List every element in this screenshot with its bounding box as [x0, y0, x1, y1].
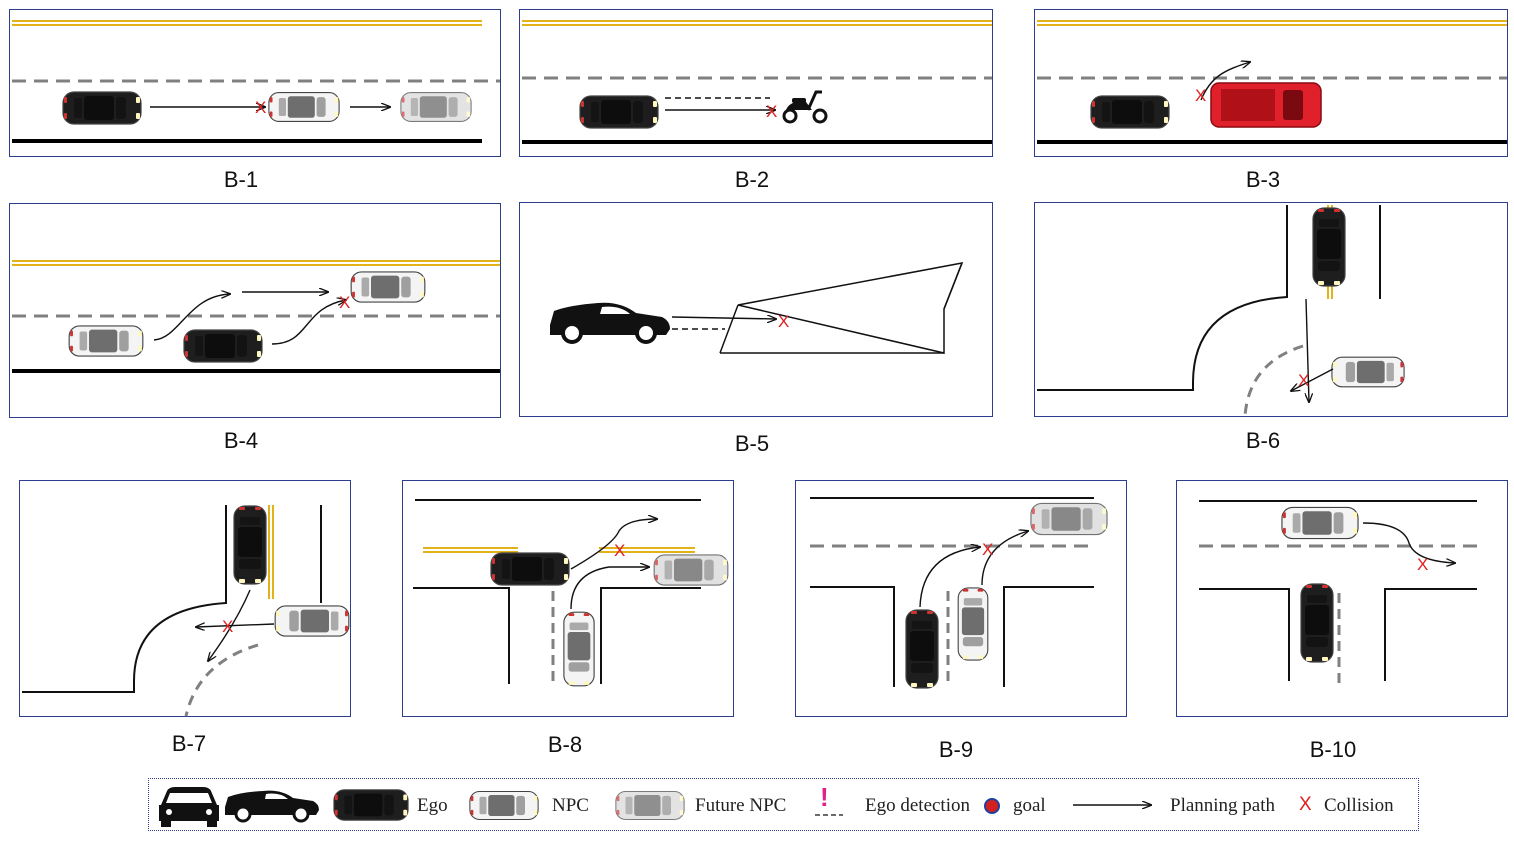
ego-car-icon — [490, 552, 570, 586]
ego-car-icon — [1090, 95, 1170, 129]
legend-ego-detection-label: Ego detection — [865, 795, 970, 816]
npc-path — [1362, 522, 1455, 563]
ego-car-icon — [62, 91, 142, 125]
ramp-icon — [719, 262, 964, 354]
legend-goal-label: goal — [1013, 795, 1046, 816]
goal-dot-icon — [984, 798, 1000, 814]
sports-car-icon — [225, 790, 319, 823]
panel-b8: X — [402, 480, 734, 717]
red-truck-icon — [1210, 82, 1322, 128]
planning-path — [208, 589, 251, 661]
caption-b3: B-3 — [1245, 167, 1281, 192]
legend: ! Ego NPC Future NPC Ego detection goal … — [148, 778, 1419, 831]
npc-path — [196, 624, 275, 627]
npc-car-icon — [350, 271, 426, 303]
legend-collision-icon: X — [1299, 794, 1312, 815]
road-edge — [1037, 205, 1288, 391]
ego-detection-mark-icon: ! — [820, 782, 829, 812]
npc-car-icon — [957, 587, 989, 661]
npc-path — [153, 294, 230, 341]
future-npc-car-icon — [653, 554, 729, 586]
npc-legend-icon — [469, 790, 539, 821]
panel-b5: X — [519, 202, 993, 417]
road-edge — [22, 505, 227, 693]
collision-mark: X — [1298, 371, 1309, 390]
caption-b8: B-8 — [547, 732, 583, 757]
npc-car-icon — [1331, 356, 1405, 388]
npc-car-icon — [68, 325, 144, 357]
ego-car-icon — [233, 505, 267, 585]
caption-b1: B-1 — [223, 167, 259, 192]
panel-b10: X — [1176, 480, 1508, 717]
collision-mark: X — [1195, 86, 1206, 105]
lane-divider — [184, 643, 259, 717]
caption-b2: B-2 — [734, 167, 770, 192]
legend-planning-path-label: Planning path — [1170, 795, 1276, 816]
npc-car-icon — [274, 605, 350, 637]
ego-car-icon — [905, 609, 939, 689]
collision-mark: X — [766, 102, 777, 121]
panel-b6: X — [1034, 202, 1508, 417]
panel-b3: X — [1034, 9, 1508, 157]
collision-mark: X — [222, 617, 233, 636]
panel-b9: X — [795, 480, 1127, 717]
panel-b4: X — [9, 203, 501, 418]
ego-car-icon — [1312, 207, 1346, 287]
collision-mark: X — [255, 98, 266, 117]
planning-path — [1306, 298, 1309, 402]
npc-path — [1291, 368, 1334, 391]
caption-b5: B-5 — [734, 431, 770, 456]
collision-mark: X — [982, 540, 993, 559]
planning-path — [919, 547, 980, 608]
panel-b1: X — [9, 9, 501, 157]
legend-ego-label: Ego — [417, 795, 448, 816]
lane-divider — [1243, 344, 1304, 417]
future-npc-car-icon — [1030, 502, 1108, 536]
npc-path — [981, 531, 1028, 586]
legend-npc-label: NPC — [552, 795, 589, 816]
collision-mark: X — [614, 541, 625, 560]
collision-mark: X — [1417, 555, 1428, 574]
caption-b4: B-4 — [223, 428, 259, 453]
future-npc-legend-icon — [615, 790, 685, 821]
scooter-icon — [782, 90, 828, 124]
ego-car-icon — [183, 329, 263, 363]
npc-car-icon — [1281, 506, 1359, 540]
legend-future-npc-label: Future NPC — [695, 795, 787, 816]
caption-b9: B-9 — [938, 737, 974, 762]
caption-b7: B-7 — [171, 731, 207, 756]
npc-car-icon — [563, 611, 595, 687]
planning-path — [570, 519, 657, 570]
car-silhouette-icon — [159, 787, 219, 827]
panel-b7: X — [19, 480, 351, 717]
future-npc-car-icon — [400, 92, 472, 122]
npc-path — [570, 567, 649, 610]
legend-collision-label: Collision — [1324, 795, 1394, 816]
road-edge — [1199, 588, 1290, 681]
npc-car-icon — [268, 92, 340, 122]
caption-b10: B-10 — [1309, 737, 1357, 762]
ego-car-icon — [579, 95, 659, 129]
road-edge — [810, 586, 895, 687]
ego-legend-icon — [333, 789, 409, 821]
sports-car-icon — [550, 302, 670, 344]
collision-mark: X — [339, 293, 350, 312]
planning-path — [671, 317, 776, 319]
ego-car-icon — [1300, 583, 1334, 663]
planning-path — [271, 300, 346, 345]
collision-mark: X — [778, 312, 789, 331]
road-edge — [413, 587, 510, 684]
npc-path — [1200, 62, 1250, 101]
caption-b6: B-6 — [1245, 428, 1281, 453]
panel-b2: X — [519, 9, 993, 157]
